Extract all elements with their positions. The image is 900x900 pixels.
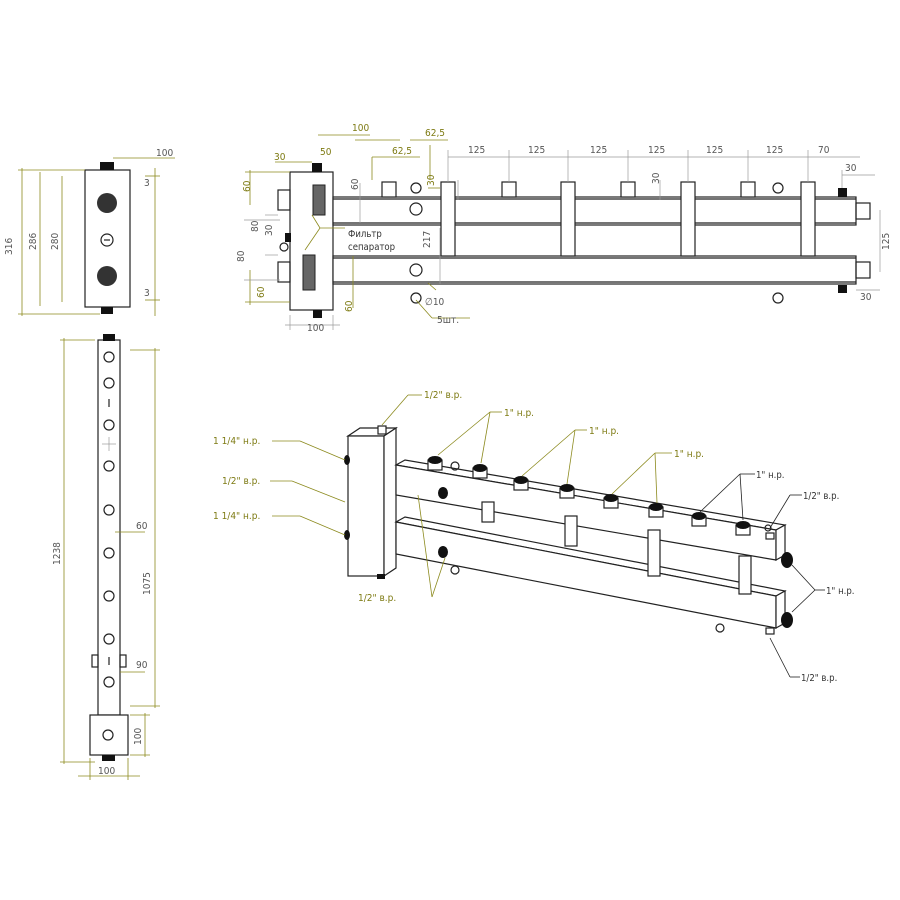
dim-80-b: 80	[236, 250, 247, 262]
dim-125-right: 125	[881, 233, 892, 250]
dim-1075: 1075	[142, 572, 153, 595]
callout-outlet-2: 1" н.р.	[589, 426, 619, 437]
dim-60: 60	[136, 521, 148, 532]
dim-100-top: 100	[352, 123, 369, 134]
dim-316: 316	[4, 238, 15, 255]
dim-100-bottom: 100	[307, 323, 324, 334]
callout-outlet-3: 1" н.р.	[674, 449, 704, 460]
dim-30-inner-b: 30	[651, 172, 662, 184]
dim-3-bottom: 3	[144, 288, 150, 299]
dim-125-4: 125	[648, 145, 665, 156]
dim-90: 90	[136, 660, 148, 671]
dim-50: 50	[320, 147, 332, 158]
dim-100-box-height: 100	[133, 728, 144, 745]
dim-60-bottom: 60	[344, 300, 355, 312]
dim-286: 286	[28, 233, 39, 250]
callout-outlet-4: 1" н.р.	[756, 470, 785, 481]
long-view: 1238 1075 60 90 100 100	[52, 334, 160, 780]
side-view: 316 286 280 100 3 3	[4, 148, 175, 316]
dim-125-5: 125	[706, 145, 723, 156]
dim-3-top: 3	[144, 178, 150, 189]
dim-30-inner-a: 30	[426, 174, 437, 186]
callout-right-bottom: 1/2" в.р.	[801, 673, 837, 684]
callout-outlet-1: 1" н.р.	[504, 408, 534, 419]
dim-125-6: 125	[766, 145, 783, 156]
callout-right-ends: 1" н.р.	[826, 586, 855, 597]
dim-70: 70	[818, 145, 830, 156]
dim-62-5-a: 62,5	[425, 128, 445, 139]
dim-30-left: 30	[274, 152, 286, 163]
separator-label: сепаратор	[348, 242, 395, 253]
callout-side-ports: 1/2" в.р.	[358, 593, 396, 604]
dim-100-width: 100	[156, 148, 173, 159]
hole-count: 5шт.	[437, 315, 459, 326]
dim-60-inner: 60	[350, 178, 361, 190]
iso-view: 1/2" в.р. 1 1/4" н.р. 1/2" в.р. 1 1/4" н…	[213, 390, 855, 684]
callout-inlet-bottom: 1 1/4" н.р.	[213, 511, 260, 522]
dim-217: 217	[422, 231, 433, 248]
dim-62-5-b: 62,5	[392, 146, 412, 157]
callout-inlet-top: 1 1/4" н.р.	[213, 436, 260, 447]
dim-125-2: 125	[528, 145, 545, 156]
hole-diameter: ∅10	[425, 297, 445, 308]
dim-60-left-top: 60	[242, 180, 253, 192]
dim-100-box-width: 100	[98, 766, 115, 777]
dim-80-a: 80	[250, 220, 261, 232]
dim-30-mid: 30	[264, 224, 275, 236]
dim-125-1: 125	[468, 145, 485, 156]
dim-280: 280	[50, 233, 61, 250]
dim-1238: 1238	[52, 542, 63, 565]
front-view: 100 50 30 62,5 62,5 125 125 125 125 125 …	[236, 123, 892, 334]
callout-right-top: 1/2" в.р.	[803, 491, 839, 502]
callout-top-vent: 1/2" в.р.	[424, 390, 462, 401]
callout-mid-port: 1/2" в.р.	[222, 476, 260, 487]
dim-30-right: 30	[845, 163, 857, 174]
dim-30-bottom-right: 30	[860, 292, 872, 303]
dim-125-3: 125	[590, 145, 607, 156]
filter-label: Фильтр	[348, 229, 382, 240]
dim-60-left-bottom: 60	[256, 286, 267, 298]
